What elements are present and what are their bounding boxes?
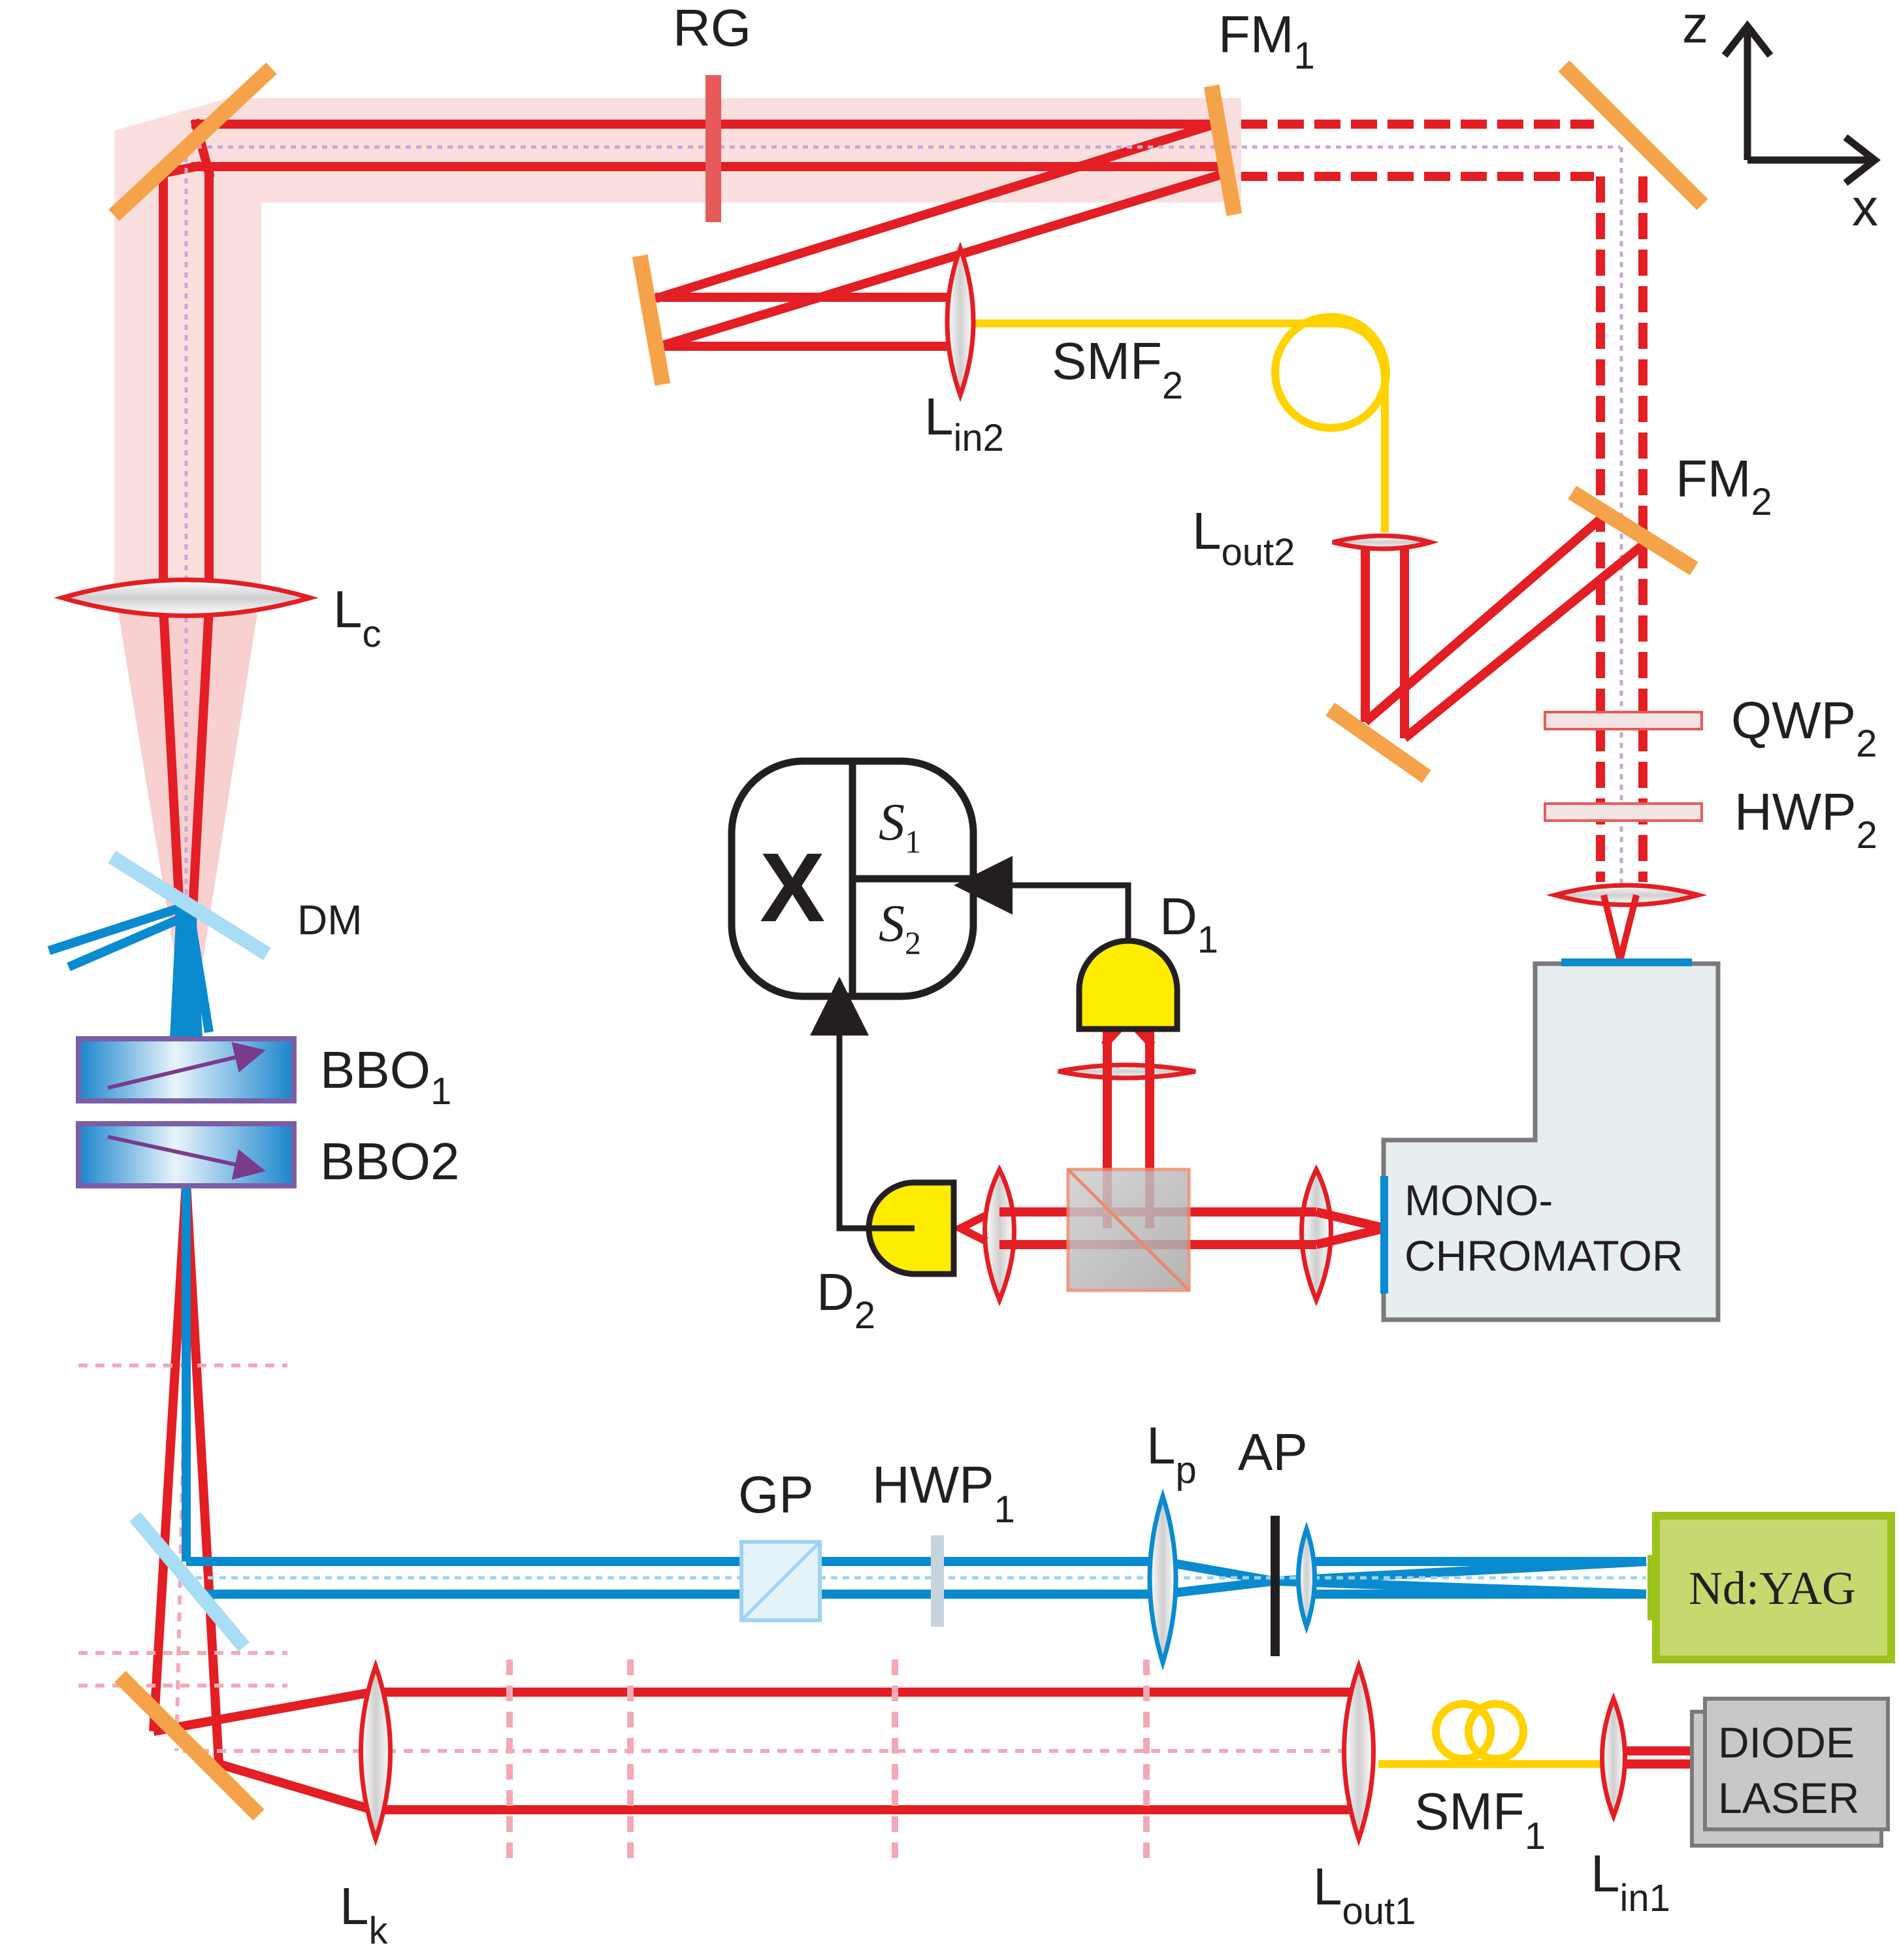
- pink-vertical-dashes: [506, 1659, 1150, 1869]
- coordinate-axes: [1721, 20, 1881, 186]
- label-hwp1: HWP1: [872, 1456, 1015, 1531]
- mirror-bottom-left: [114, 1671, 265, 1821]
- lens-lk: [359, 1659, 393, 1847]
- label-bbo1: BBO1: [320, 1041, 451, 1113]
- red-beam-detection: [999, 1029, 1386, 1249]
- diode-laser: [1690, 1697, 1890, 1848]
- coincidence-s1: S1: [879, 794, 921, 860]
- label-smf1: SMF1: [1414, 1782, 1546, 1857]
- label-diode-line1: DIODE: [1718, 1718, 1855, 1767]
- signal-wires: [810, 856, 1131, 1232]
- mirror-top-right: [1558, 60, 1708, 210]
- lens-mono-exit: [1299, 1164, 1333, 1307]
- label-fm1: FM1: [1218, 5, 1315, 77]
- label-mono-line1: MONO-: [1404, 1176, 1553, 1224]
- monochromator-housing: [1380, 958, 1721, 1322]
- bbo-crystals: [76, 1036, 297, 1188]
- mirrors: [108, 60, 1708, 1821]
- label-gp: GP: [738, 1465, 814, 1524]
- lens-d1: [1058, 1062, 1196, 1081]
- label-ndyag: Nd:YAG: [1689, 1562, 1856, 1614]
- coincidence-s2: S2: [879, 895, 921, 961]
- lens-lc: [54, 578, 319, 618]
- beam-splitter-cube: [1066, 1168, 1191, 1292]
- label-smf2: SMF2: [1052, 332, 1183, 407]
- pink-beam-glow: [114, 98, 1241, 1045]
- dichroic-mirror-dm: [108, 851, 271, 960]
- label-lin2: Lin2: [924, 387, 1004, 459]
- fiber-smf1: [1378, 1700, 1600, 1768]
- label-lc: Lc: [333, 580, 381, 655]
- label-lk: Lk: [340, 1877, 389, 1952]
- label-lp: Lp: [1146, 1416, 1197, 1492]
- waveplate-qwp2: [1544, 711, 1703, 730]
- lens-d2: [982, 1164, 1016, 1307]
- axis-z-label: z: [1682, 0, 1708, 54]
- label-rg: RG: [673, 0, 751, 57]
- label-lout2: Lout2: [1192, 502, 1295, 574]
- label-dm: DM: [297, 896, 363, 943]
- mirror-lower-lout2: [1325, 702, 1431, 783]
- lenses: [54, 241, 1708, 1847]
- red-glass-rg: [706, 75, 721, 222]
- label-qwp2: QWP2: [1731, 691, 1877, 765]
- label-lin1: Lin1: [1591, 1844, 1670, 1919]
- lens-final-mono: [1546, 883, 1708, 907]
- waveplate-hwp2: [1544, 802, 1703, 822]
- blue-lenses: [1147, 1488, 1317, 1671]
- red-beam-lower: [149, 1182, 1698, 1814]
- lens-lin2: [945, 241, 976, 402]
- dichroic-mirror-lower: [129, 1512, 250, 1652]
- label-mono-line2: CHROMATOR: [1404, 1232, 1683, 1280]
- label-d1: D1: [1160, 887, 1218, 961]
- fiber-smf2: [964, 313, 1390, 532]
- label-diode-line2: LASER: [1718, 1774, 1859, 1822]
- label-bbo2: BBO2: [320, 1132, 459, 1190]
- ndyag-laser: [1647, 1512, 1895, 1663]
- mirror-fm2: [1568, 485, 1698, 576]
- lens-ap-side: [1296, 1521, 1317, 1635]
- red-beam-fm2-branch: [1361, 512, 1649, 742]
- lens-lout1: [1342, 1659, 1376, 1847]
- label-ap: AP: [1238, 1423, 1308, 1481]
- glan-prism-gp: [739, 1540, 822, 1622]
- coincidence-x-symbol: X: [760, 832, 825, 942]
- lens-lp: [1147, 1488, 1178, 1671]
- mirror-fm1: [1203, 84, 1242, 216]
- lens-lin1: [1600, 1692, 1627, 1823]
- detector-d1: [1076, 938, 1180, 1032]
- lens-lout2: [1332, 533, 1439, 551]
- axis-x-label: x: [1852, 178, 1878, 237]
- label-d2: D2: [817, 1263, 875, 1337]
- red-arrow-d2: [951, 1211, 988, 1245]
- label-lout1: Lout1: [1313, 1857, 1416, 1933]
- blue-pump-cone: [170, 908, 203, 1039]
- waveplate-hwp1: [931, 1535, 944, 1627]
- mirror-top-left: [108, 62, 277, 221]
- label-hwp2: HWP2: [1734, 783, 1877, 857]
- label-fm2: FM2: [1676, 449, 1772, 523]
- mirror-zigzag: [632, 254, 671, 386]
- aperture-ap: [1271, 1516, 1280, 1656]
